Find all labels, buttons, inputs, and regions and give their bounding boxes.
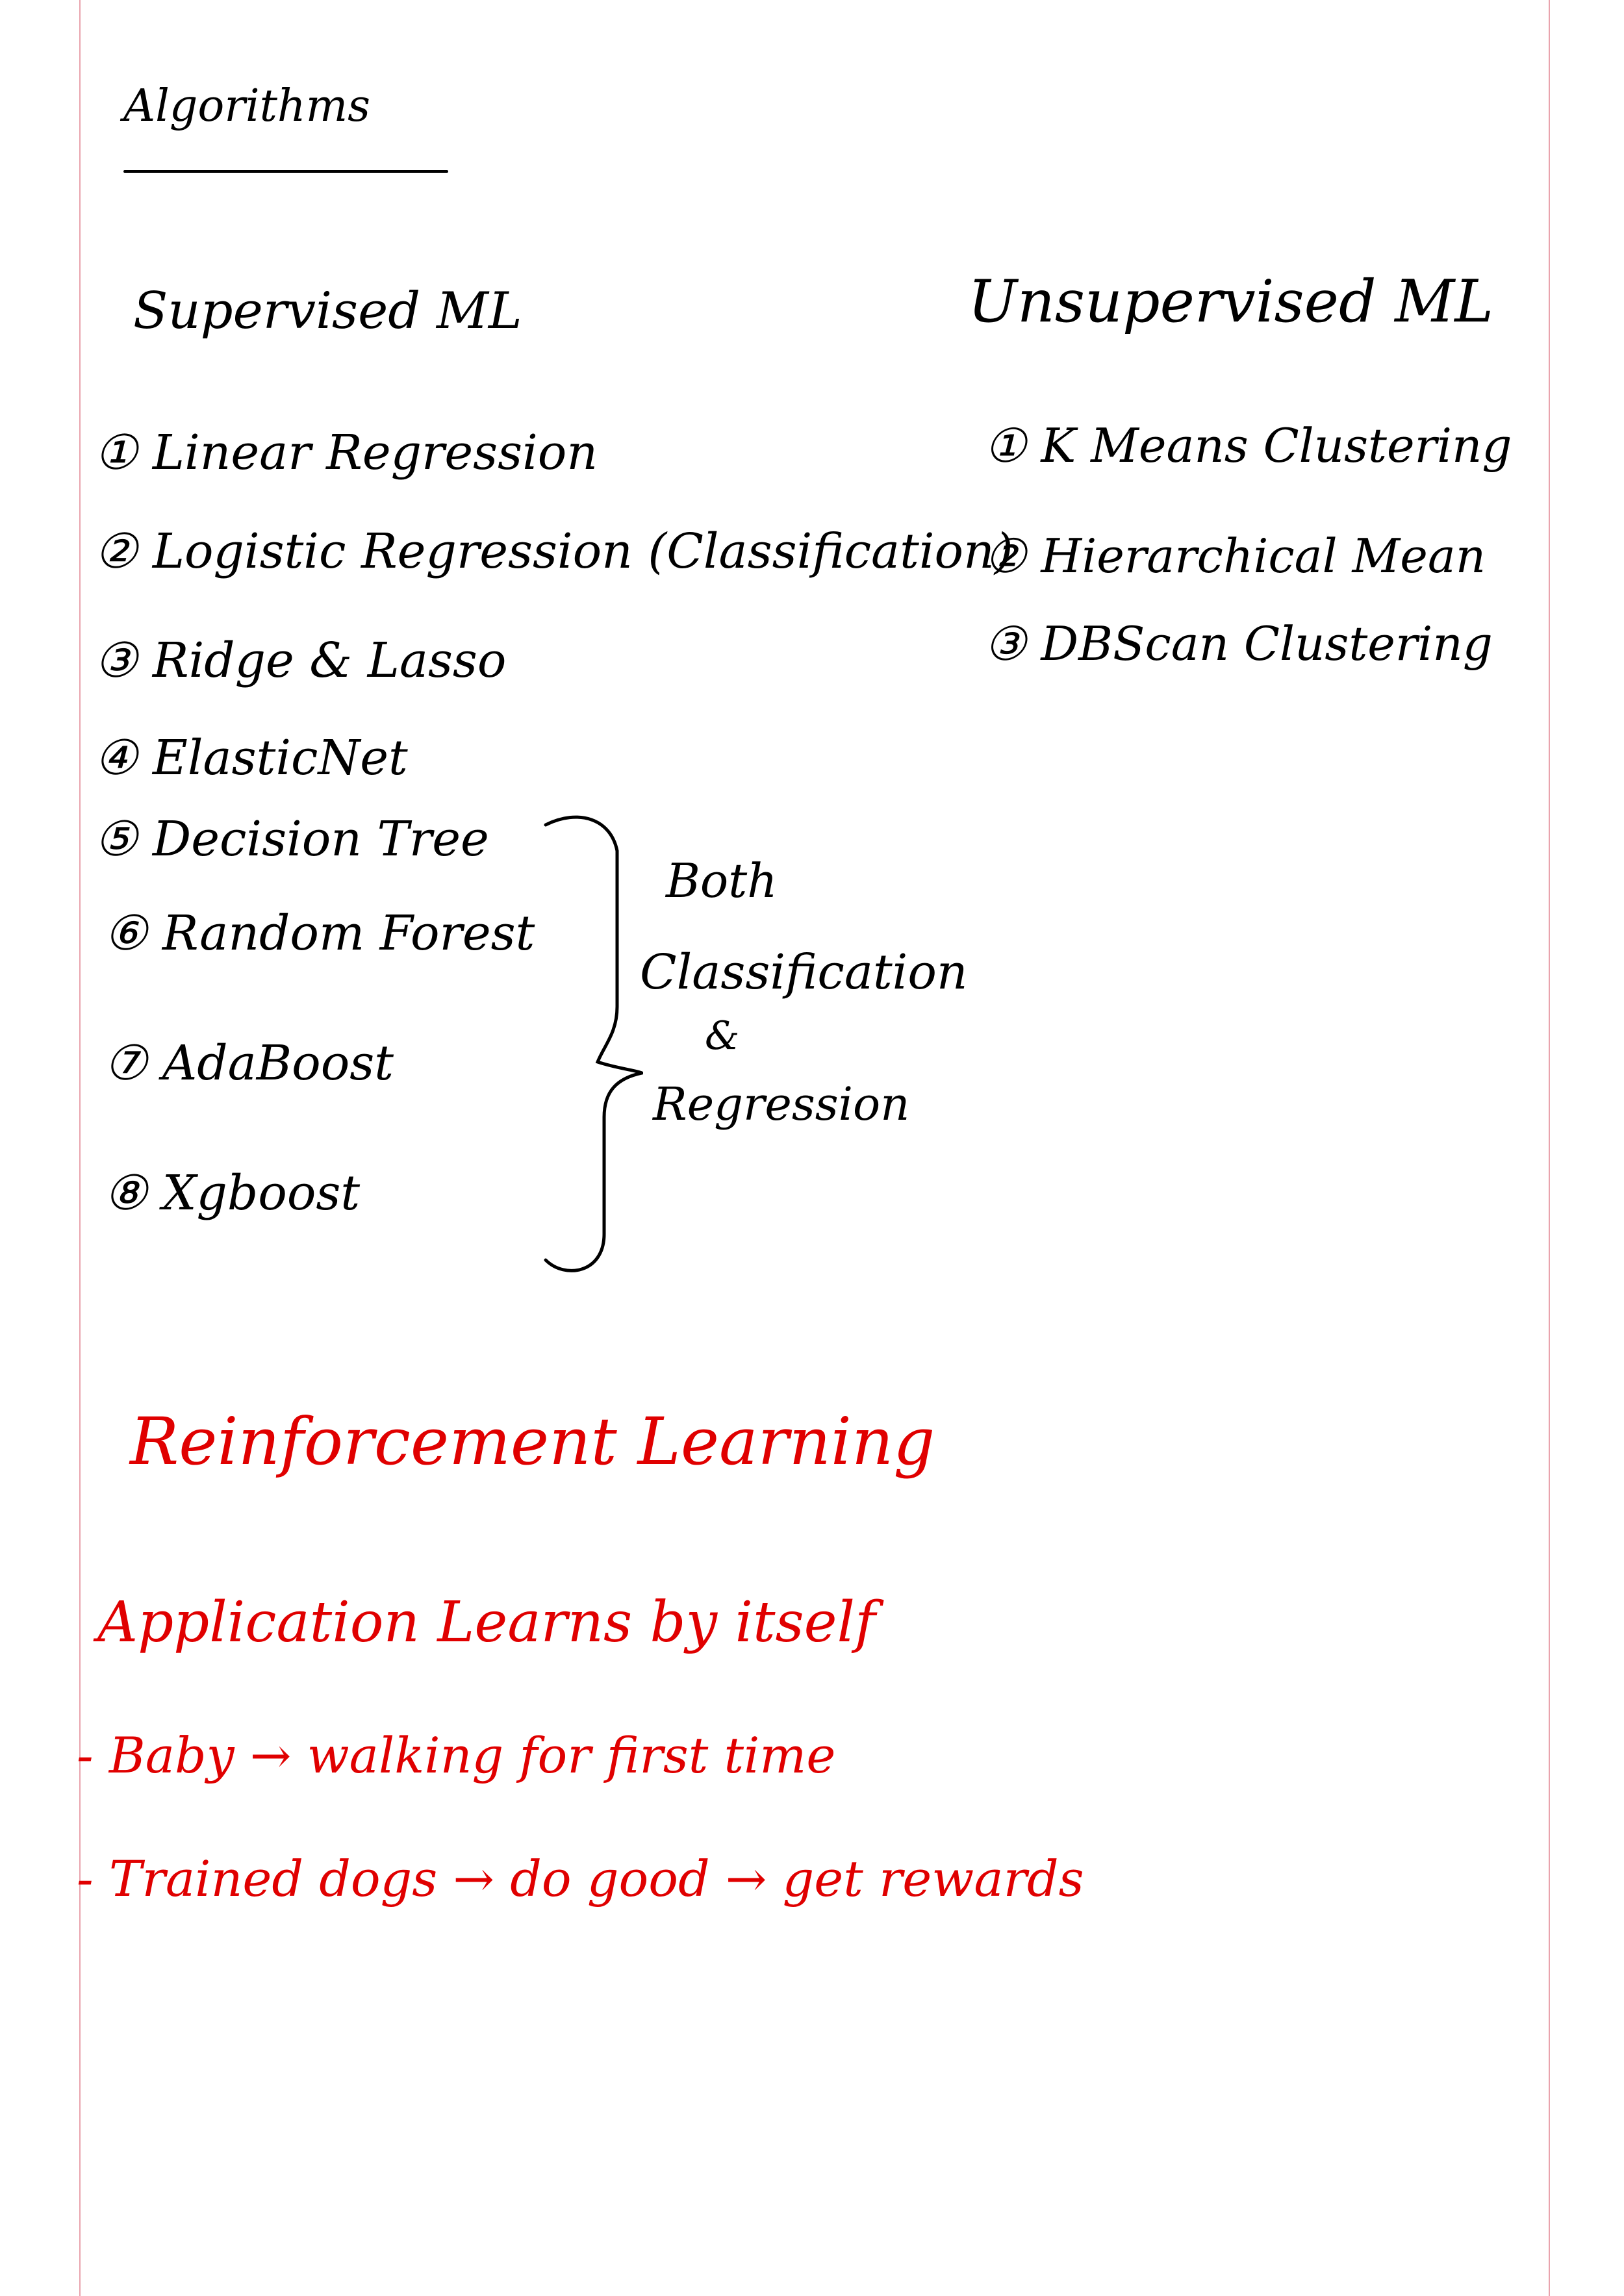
curly-brace	[544, 815, 643, 1272]
unsupervised-item: ① K Means Clustering	[984, 418, 1512, 473]
page-margin-left	[79, 0, 81, 2296]
unsupervised-item: ② Hierarchical Mean	[984, 529, 1486, 583]
supervised-item: ① Linear Regression	[94, 425, 598, 481]
reinforcement-heading: Reinforcement Learning	[130, 1404, 935, 1480]
supervised-item: ⑧ Xgboost	[104, 1165, 361, 1221]
title-underline	[123, 170, 448, 173]
supervised-item: ⑥ Random Forest	[104, 905, 535, 961]
supervised-item: ② Logistic Regression (Classification)	[94, 524, 1013, 579]
unsupervised-heading: Unsupervised ML	[968, 268, 1494, 336]
reinforcement-line: - Baby → walking for first time	[77, 1726, 836, 1784]
reinforcement-line: - Trained dogs → do good → get rewards	[77, 1850, 1084, 1908]
page-margin-right	[1549, 0, 1550, 2296]
supervised-item: ⑤ Decision Tree	[94, 811, 489, 867]
brace-note: Both	[666, 853, 778, 908]
brace-note: Classification	[640, 944, 968, 1000]
unsupervised-item: ③ DBScan Clustering	[984, 616, 1493, 671]
supervised-item: ⑦ AdaBoost	[104, 1035, 394, 1091]
supervised-heading: Supervised ML	[133, 282, 522, 340]
supervised-item: ④ ElasticNet	[94, 730, 408, 786]
supervised-item: ③ Ridge & Lasso	[94, 633, 507, 688]
page-title: Algorithms	[123, 81, 371, 132]
brace-note: &	[705, 1013, 740, 1059]
reinforcement-line: Application Learns by itself	[97, 1590, 876, 1655]
brace-note: Regression	[653, 1078, 910, 1131]
